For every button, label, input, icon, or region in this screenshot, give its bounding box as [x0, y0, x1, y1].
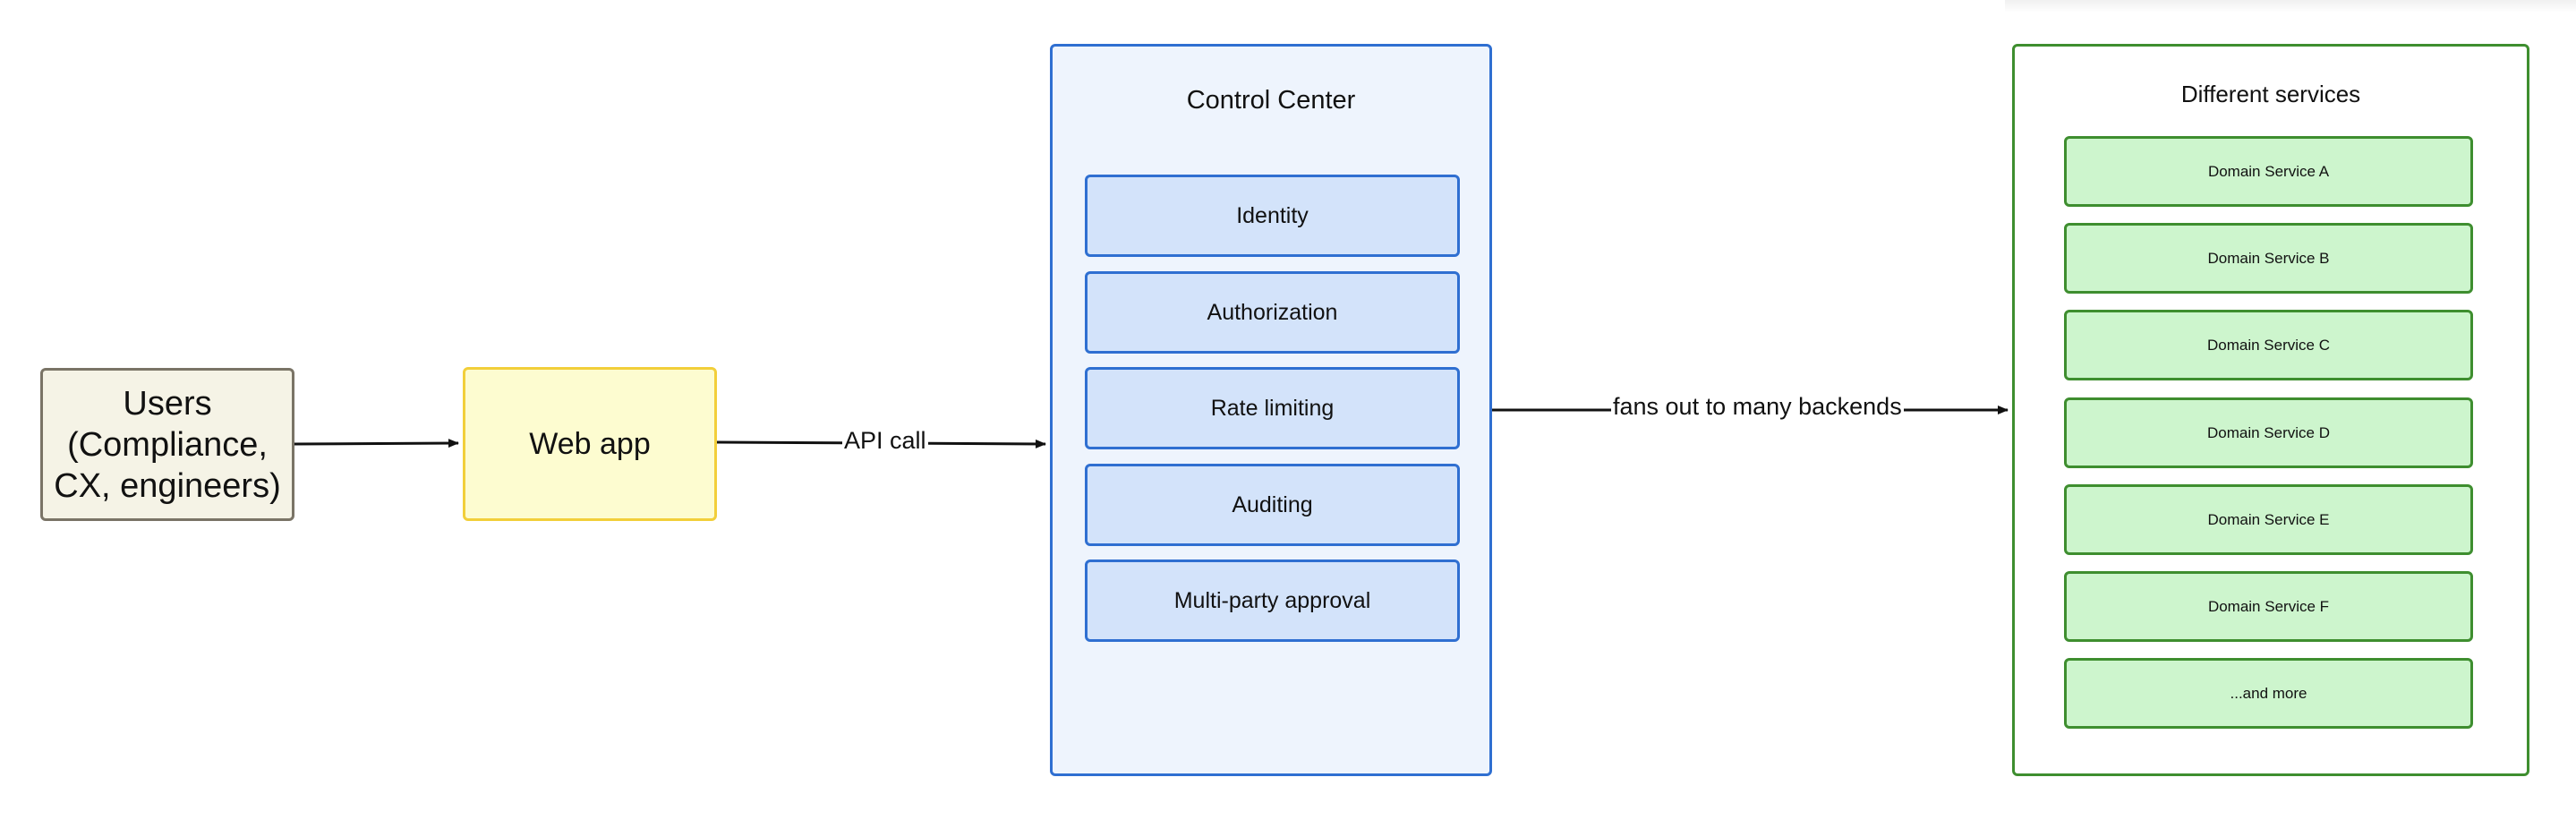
- cc-item-identity: Identity: [1085, 175, 1460, 257]
- cc-item-auditing: Auditing: [1085, 464, 1460, 546]
- api-call-label: API call: [842, 427, 928, 455]
- service-b: Domain Service B: [2064, 223, 2473, 294]
- edge-users-to-webapp: [294, 439, 459, 448]
- control-center-container: Control Center Identity Authorization Ra…: [1050, 44, 1492, 776]
- service-more: ...and more: [2064, 658, 2473, 729]
- control-center-title: Control Center: [1186, 86, 1356, 115]
- service-a: Domain Service A: [2064, 136, 2473, 207]
- fan-out-label: fans out to many backends: [1611, 393, 1904, 421]
- service-f: Domain Service F: [2064, 571, 2473, 642]
- web-app-node: Web app: [463, 367, 717, 521]
- top-shadow: [2005, 0, 2576, 13]
- web-app-label: Web app: [529, 426, 651, 461]
- users-node: Users (Compliance, CX, engineers): [40, 368, 294, 521]
- service-c: Domain Service C: [2064, 310, 2473, 380]
- cc-item-authorization: Authorization: [1085, 271, 1460, 354]
- services-title: Different services: [2180, 81, 2361, 107]
- users-label: Users (Compliance, CX, engineers): [54, 384, 281, 505]
- cc-item-rate-limiting: Rate limiting: [1085, 367, 1460, 449]
- services-container: Different services Domain Service A Doma…: [2012, 44, 2529, 776]
- service-e: Domain Service E: [2064, 484, 2473, 555]
- cc-item-multi-party-approval: Multi-party approval: [1085, 559, 1460, 642]
- service-d: Domain Service D: [2064, 397, 2473, 468]
